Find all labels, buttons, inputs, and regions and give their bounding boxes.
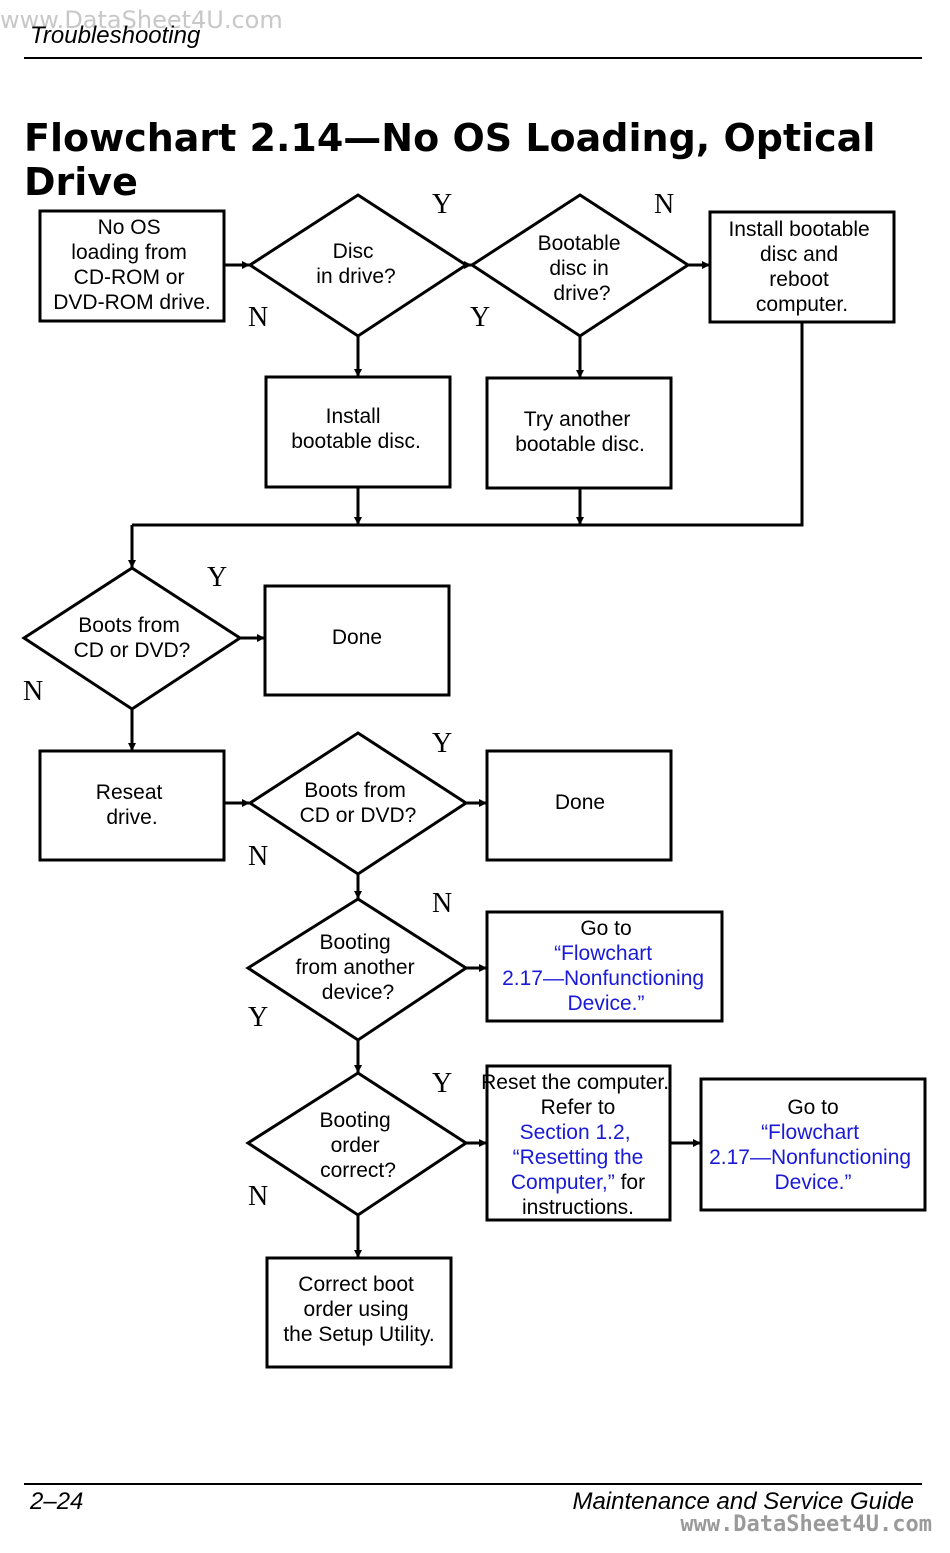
start-text: No OS loading from CD-ROM or DVD-ROM dri…	[53, 216, 211, 314]
done-box-2	[485, 749, 673, 862]
done-box-1	[263, 584, 451, 697]
label-booting-other-no: N	[432, 888, 452, 919]
boots-1-text: Boots from CD or DVD?	[74, 614, 191, 662]
label-disc-no: N	[248, 302, 268, 333]
try-another-text: Try another bootable disc.	[515, 408, 645, 456]
booting-other-text: Booting from another device?	[296, 931, 421, 1004]
label-boots-1-no: N	[23, 676, 43, 707]
watermark-top: www.DataSheet4U.com	[0, 6, 283, 34]
correct-order-text: Correct boot order using the Setup Utili…	[283, 1273, 434, 1346]
boot-order-text: Booting order correct?	[319, 1109, 396, 1182]
reset-text: Reset the computer. Refer to	[481, 1071, 675, 1119]
label-boots-2-yes: Y	[432, 728, 452, 759]
disc-in-drive-text: Disc in drive?	[316, 240, 395, 288]
header-rule	[24, 57, 922, 59]
label-boots-1-yes: Y	[207, 562, 227, 593]
page-number: 2–24	[30, 1488, 84, 1515]
reseat-text: Reseat drive.	[96, 781, 168, 829]
reset-link[interactable]: Section 1.2, “Resetting the	[513, 1121, 644, 1169]
label-boot-order-yes: Y	[432, 1068, 452, 1099]
label-booting-other-yes: Y	[248, 1002, 268, 1033]
goto-2-link[interactable]: “Flowchart 2.17—Nonfunctioning Device.”	[709, 1121, 917, 1194]
done-1-text: Done	[332, 626, 382, 649]
goto-1-prefix: Go to	[580, 917, 631, 940]
install-reboot-text: Install bootable disc and reboot compute…	[728, 218, 875, 316]
label-boots-2-no: N	[248, 841, 268, 872]
guide-title: Maintenance and Service Guide	[572, 1488, 914, 1515]
boots-2-text: Boots from CD or DVD?	[300, 779, 417, 827]
done-2-text: Done	[555, 791, 605, 814]
footer-rule	[24, 1483, 922, 1485]
reset-last-line: instructions.	[522, 1196, 634, 1219]
page-title: Flowchart 2.14—No OS Loading, Optical Dr…	[24, 116, 876, 204]
bootable-disc-text: Bootable disc in drive?	[538, 232, 627, 305]
label-boot-order-no: N	[248, 1181, 268, 1212]
goto-2-prefix: Go to	[787, 1096, 838, 1119]
reset-link-line-3[interactable]: Computer,” for	[511, 1171, 645, 1194]
label-bootable-yes: Y	[470, 302, 490, 333]
label-disc-yes: Y	[432, 189, 452, 220]
header-section-title: Troubleshooting	[30, 22, 201, 49]
goto-1-link[interactable]: “Flowchart 2.17—Nonfunctioning Device.”	[502, 942, 710, 1015]
watermark-bottom: www.DataSheet4U.com	[680, 1512, 932, 1537]
label-bootable-no: N	[654, 189, 674, 220]
line-reboot-merge	[132, 322, 804, 527]
install-disc-text: Install bootable disc.	[291, 405, 421, 453]
